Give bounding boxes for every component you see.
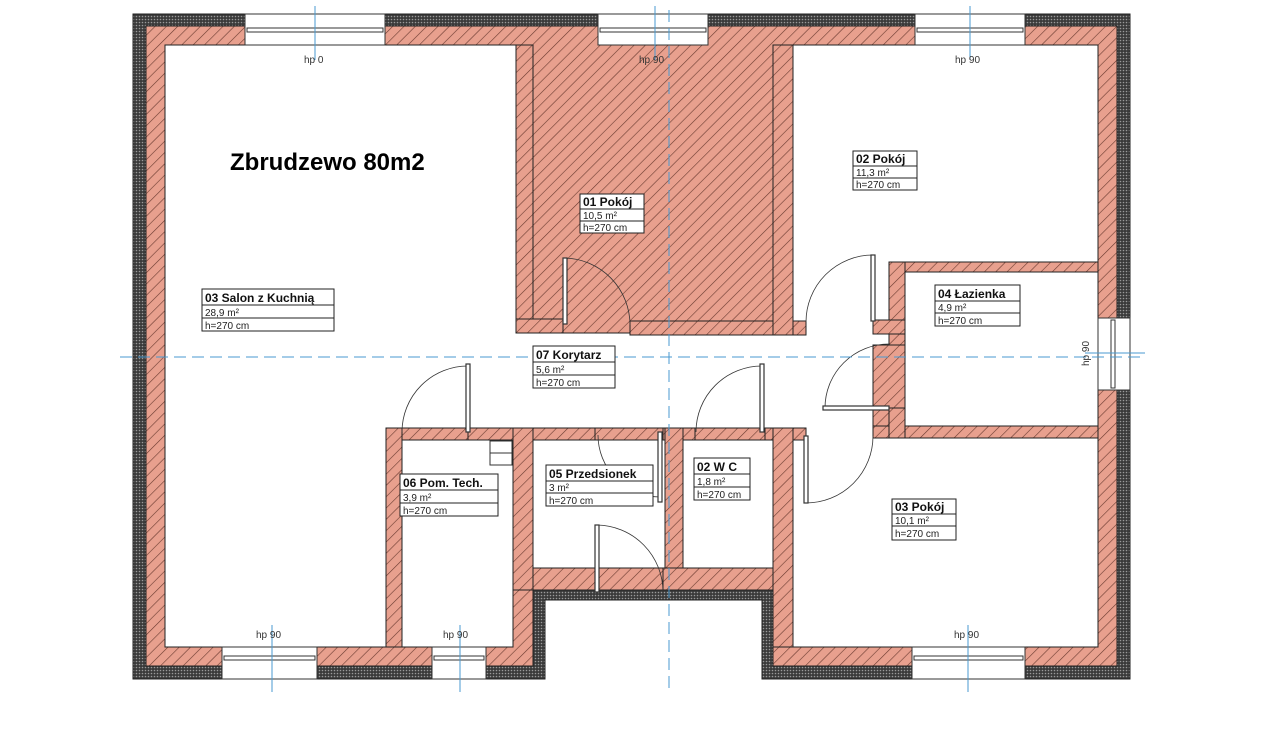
window-label: hp 0 (304, 55, 324, 66)
room-label-03-salon: 03 Salon z Kuchnią 28,9 m² h=270 cm (201, 288, 335, 332)
room-label-02-pokoj: 02 Pokój 11,3 m²h=270 cm (852, 150, 918, 191)
svg-text:h=270 cm: h=270 cm (549, 496, 593, 507)
svg-text:3 m²: 3 m² (549, 483, 570, 494)
svg-text:05 Przedsionek: 05 Przedsionek (549, 467, 637, 481)
svg-text:h=270 cm: h=270 cm (895, 529, 939, 540)
room-label-01-pokoj: 01 Pokój 10,5 m²h=270 cm (579, 193, 645, 234)
svg-text:h=270 cm: h=270 cm (536, 378, 580, 389)
svg-text:10,1 m²: 10,1 m² (895, 516, 930, 527)
window-right-lazienka (1097, 317, 1131, 391)
room-label-05-przedsionek: 05 Przedsionek 3 m² h=270 cm (545, 464, 654, 507)
window-label: hp 90 (639, 55, 664, 66)
entrance-door (594, 524, 664, 593)
svg-text:h=270 cm: h=270 cm (938, 316, 982, 327)
svg-text:h=270 cm: h=270 cm (583, 223, 627, 234)
svg-text:h=270 cm: h=270 cm (697, 490, 741, 501)
svg-text:4,9 m²: 4,9 m² (938, 303, 967, 314)
window-label: hp 90 (954, 630, 979, 641)
door-pom-tech (401, 363, 471, 433)
room-label-07-korytarz: 07 Korytarz 5,6 m² h=270 cm (532, 345, 616, 389)
svg-text:5,6 m²: 5,6 m² (536, 365, 565, 376)
window-top-pokoj-01 (597, 13, 709, 46)
interior-walls (385, 44, 1099, 648)
door-wc (695, 363, 765, 433)
svg-text:03 Pokój: 03 Pokój (895, 500, 944, 514)
door-lazienka (822, 343, 890, 411)
svg-text:02 W C: 02 W C (697, 460, 737, 474)
plan-title: Zbrudzewo 80m2 (230, 149, 425, 176)
window-label: hp 90 (443, 630, 468, 641)
svg-text:02 Pokój: 02 Pokój (856, 152, 905, 166)
svg-text:h=270 cm: h=270 cm (205, 321, 249, 332)
door-pokoj-03 (803, 435, 874, 504)
svg-text:10,5 m²: 10,5 m² (583, 211, 618, 222)
room-label-03-pokoj: 03 Pokój 10,1 m² h=270 cm (891, 498, 957, 541)
axis-lines (120, 6, 1145, 692)
svg-text:01 Pokój: 01 Pokój (583, 195, 632, 209)
svg-text:07 Korytarz: 07 Korytarz (536, 348, 601, 362)
svg-text:06 Pom. Tech.: 06 Pom. Tech. (403, 476, 483, 490)
window-bottom-salon (221, 646, 318, 680)
window-label: hp 90 (256, 630, 281, 641)
svg-text:h=270 cm: h=270 cm (403, 506, 447, 517)
svg-text:04 Łazienka: 04 Łazienka (938, 287, 1006, 301)
room-label-06-pom-tech: 06 Pom. Tech. 3,9 m² h=270 cm (399, 473, 499, 517)
room-label-04-lazienka: 04 Łazienka 4,9 m² h=270 cm (934, 284, 1021, 327)
window-labels: hp 0 hp 90 hp 90 hp 90 hp 90 hp 90 hp 90 (256, 55, 1092, 641)
window-label: hp 90 (955, 55, 980, 66)
window-label: hp 90 (1081, 341, 1092, 366)
svg-text:03 Salon z Kuchnią: 03 Salon z Kuchnią (205, 291, 315, 305)
window-bottom-tech (431, 646, 487, 680)
svg-text:28,9 m²: 28,9 m² (205, 308, 240, 319)
svg-text:3,9 m²: 3,9 m² (403, 493, 432, 504)
svg-text:1,8 m²: 1,8 m² (697, 477, 726, 488)
svg-text:h=270 cm: h=270 cm (856, 180, 900, 191)
room-label-02-wc: 02 W C 1,8 m² h=270 cm (693, 457, 751, 501)
door-pokoj-01 (562, 257, 631, 326)
door-pokoj-02 (805, 254, 876, 323)
svg-text:11,3 m²: 11,3 m² (856, 168, 890, 179)
